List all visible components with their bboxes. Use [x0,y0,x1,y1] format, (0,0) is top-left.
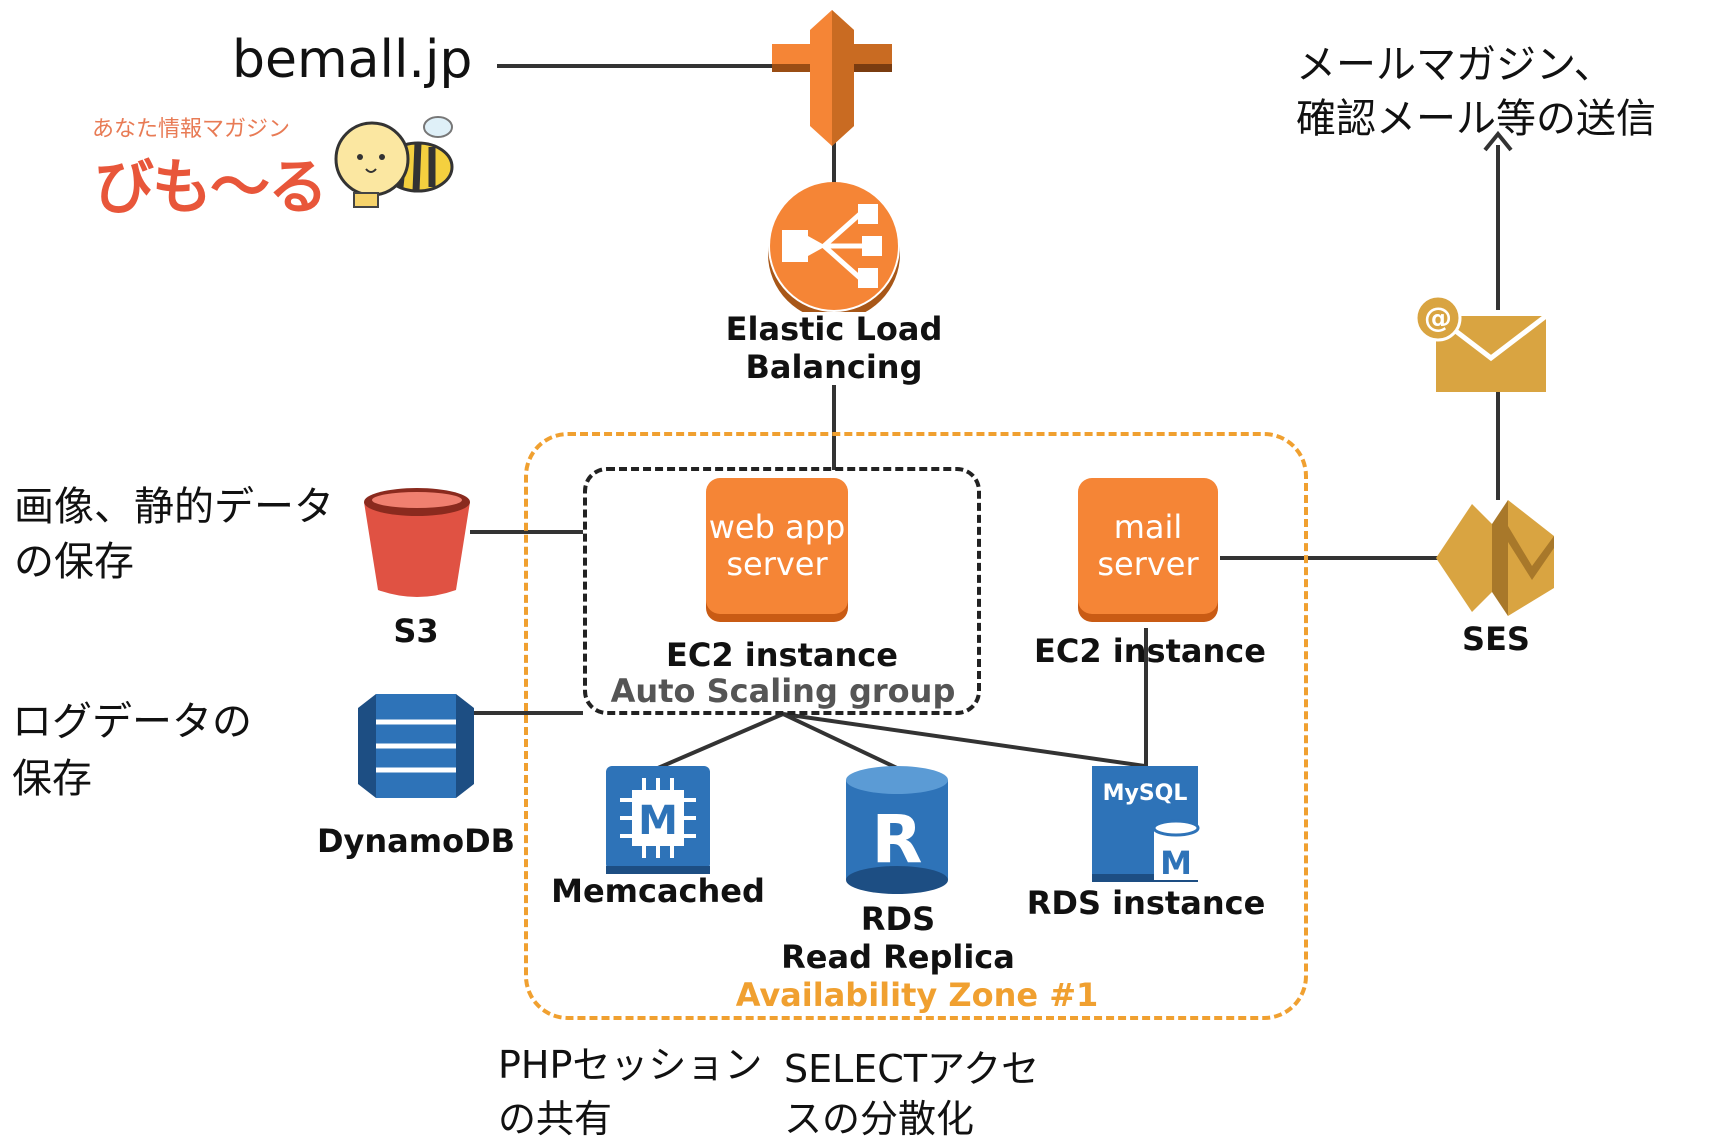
dynamodb-note-line2: 保存 [12,756,92,802]
availability-zone-border [524,432,1308,1020]
rds-replica-note-line1: SELECTアクセ [784,1047,1040,1091]
memcached-note-line2: の共有 [498,1097,613,1141]
availability-zone-label: Availability Zone #1 [735,976,1099,1014]
rds-replica-label-line2: Read Replica [781,938,1015,976]
ses-icon [1436,500,1554,616]
web-server-caption: EC2 instance [666,636,898,674]
mail-server-caption: EC2 instance [1034,632,1266,670]
email-icon: @ [1416,296,1546,392]
svg-text:@: @ [1424,301,1452,334]
mail-server-line2: server [1097,545,1199,583]
auto-scaling-group-label: Auto Scaling group [610,672,956,710]
ses-note-line2: 確認メール等の送信 [1296,96,1656,142]
rds-mysql-icon-letter: M [1160,844,1192,882]
route53-icon [772,10,892,146]
load-balancer-icon [768,182,900,312]
web-app-server-icon: web app server [706,478,848,614]
memcached-icon: M [606,766,710,874]
rds-replica-icon-letter: R [872,801,923,878]
logo-name: びも～る [94,153,328,223]
s3-label: S3 [393,612,439,650]
memcached-label: Memcached [551,872,765,910]
bee-icon [334,116,454,208]
ses-note-line1: メールマガジン、 [1296,42,1614,88]
dynamodb-label: DynamoDB [316,822,516,860]
ses-label: SES [1462,620,1530,658]
auto-scaling-group-border [583,467,981,715]
rds-mysql-icon: MySQL M [1092,766,1200,882]
asg-to-replica-line [782,712,898,770]
rds-replica-label-line1: RDS [860,900,936,938]
rds-read-replica-icon: R [846,766,948,894]
web-app-server-line2: server [726,545,828,583]
elb-label-line2: Balancing [745,348,923,386]
s3-bucket-icon [364,488,470,597]
arrow-head [1483,130,1513,152]
domain-title: bemall.jp [232,30,473,90]
s3-note-line2: の保存 [14,539,134,585]
rds-mysql-icon-text: MySQL [1103,781,1188,806]
bimall-logo: あなた情報マガジン びも～る [80,103,466,223]
mail-server-line1: mail [1113,508,1183,547]
dynamodb-note-line1: ログデータの [12,699,252,745]
mail-server-icon: mail server [1078,478,1218,614]
asg-to-memcached-line [657,712,784,770]
s3-note-line1: 画像、静的データ [14,484,334,530]
memcached-icon-letter: M [638,798,678,844]
logo-tagline: あなた情報マガジン [92,117,291,142]
memcached-note-line1: PHPセッション [498,1043,763,1087]
rds-replica-note-line2: スの分散化 [784,1097,975,1141]
asg-to-rds-line [782,712,1146,768]
web-app-server-line1: web app [708,508,846,547]
dynamodb-icon [358,694,474,798]
elb-label-line1: Elastic Load [725,310,943,348]
rds-instance-label: RDS instance [1026,884,1266,922]
